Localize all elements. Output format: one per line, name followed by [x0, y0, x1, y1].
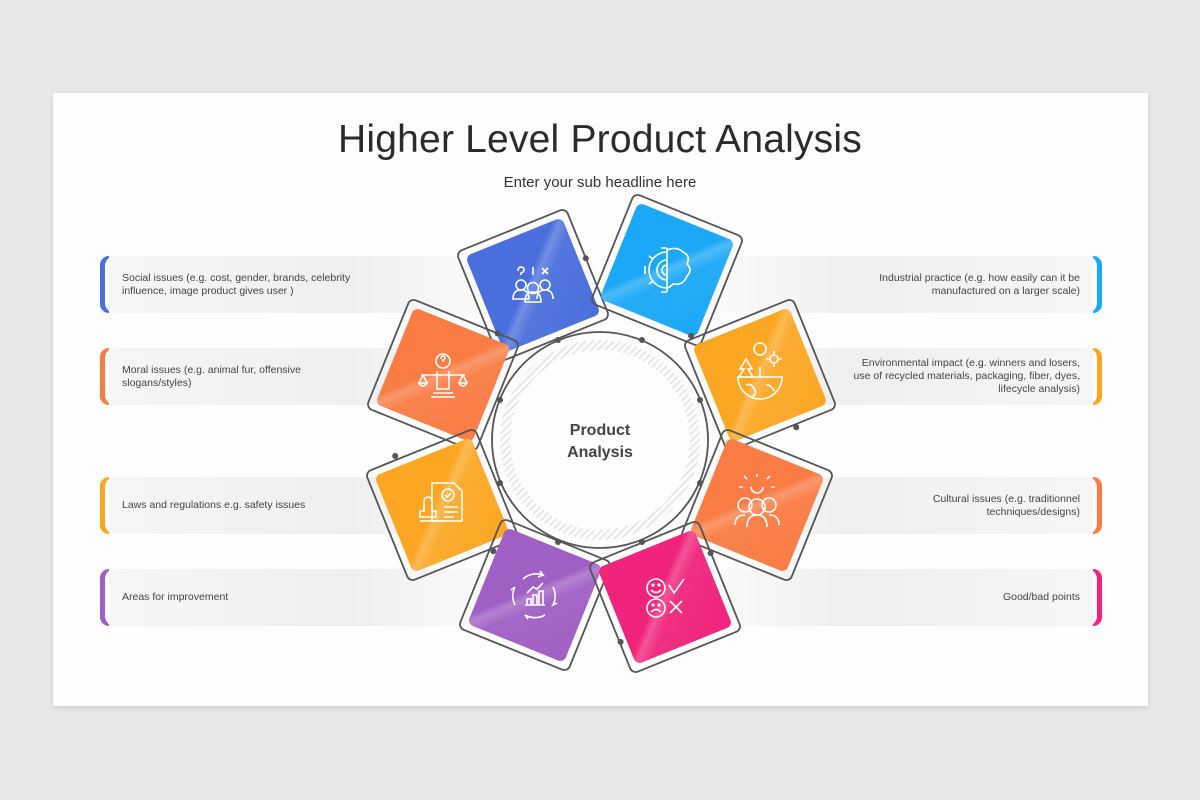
center-hub: [491, 331, 709, 549]
bracket-marker: [1093, 256, 1102, 313]
tile-moral: [367, 299, 519, 451]
page-subtitle: Enter your sub headline here: [503, 174, 697, 191]
label-strip-industrial: Industrial practice (e.g. how easily can…: [680, 256, 1102, 313]
label-strip-improvement: Areas for improvement: [100, 569, 520, 626]
strip-text: Areas for improvement: [122, 591, 229, 603]
strip-text: Industrial practice (e.g. how easily can…: [879, 271, 1080, 297]
tile-improvement: [459, 519, 611, 671]
bracket-marker: [100, 256, 109, 313]
center-label: Product Analysis: [520, 420, 680, 464]
center-label-line2: Analysis: [567, 444, 633, 461]
tile-goodbad: [589, 521, 741, 673]
tile-environmental: [684, 299, 836, 451]
smiley-check-cross-icon: [646, 578, 685, 618]
page-title: Higher Level Product Analysis: [338, 118, 862, 161]
people-crowd-icon: [734, 474, 780, 528]
tile-industrial: [591, 194, 743, 346]
group-questions-icon: [512, 266, 554, 303]
person-scales-icon: [417, 353, 469, 398]
bracket-marker: [1093, 477, 1102, 534]
earth-trees-icon: [737, 342, 783, 400]
bracket-marker: [1093, 348, 1102, 405]
strip-text: Laws and regulations e.g. safety issues: [122, 499, 306, 511]
label-strip-social: Social issues (e.g. cost, gender, brands…: [100, 256, 520, 313]
tile-cultural: [681, 429, 833, 581]
cycle-chart-icon: [510, 570, 558, 620]
strip-text: Social issues (e.g. cost, gender, brands…: [122, 271, 351, 297]
tile-laws: [366, 429, 518, 581]
tile-social: [457, 209, 609, 361]
strip-text: Environmental impact (e.g. winners and l…: [853, 357, 1080, 395]
center-label-line1: Product: [569, 422, 631, 439]
bracket-marker: [100, 477, 109, 534]
bracket-marker: [1093, 569, 1102, 626]
bracket-marker: [100, 569, 109, 626]
stamp-document-icon: [419, 482, 463, 522]
strip-text: Moral issues (e.g. animal fur, offensive…: [122, 363, 301, 389]
strip-text: Good/bad points: [1002, 591, 1080, 603]
gear-brain-icon: [644, 247, 691, 293]
bracket-marker: [100, 348, 109, 405]
strip-text: Cultural issues (e.g. traditionnel techn…: [932, 492, 1080, 518]
label-strip-goodbad: Good/bad points: [680, 569, 1102, 626]
